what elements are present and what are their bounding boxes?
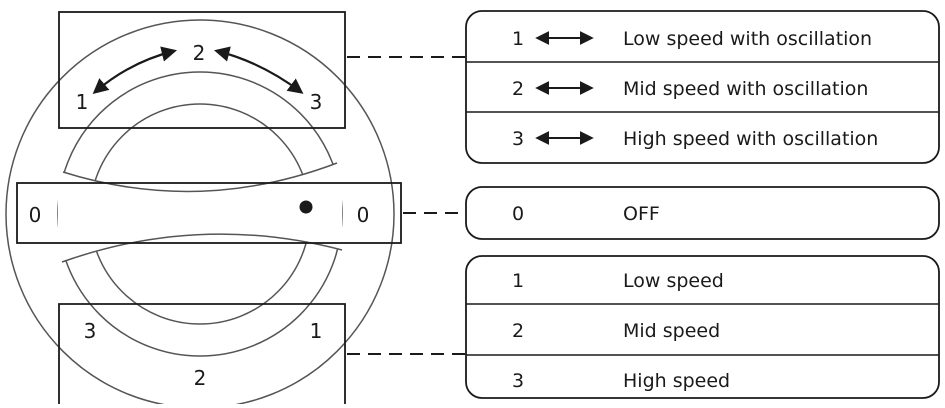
oscillation-table-frame: [465, 10, 940, 164]
dial-grip-band: [58, 163, 342, 262]
oscillation-row-label: Mid speed with oscillation: [623, 78, 868, 100]
off-row-label: OFF: [623, 203, 660, 225]
bottom-window-label-1: 1: [310, 319, 323, 343]
speed-row-label: Low speed: [623, 270, 724, 292]
oscillation-row-number: 1: [512, 28, 524, 50]
speed-row-3: 3 High speed: [512, 370, 730, 392]
dial-indicator-dot: [299, 200, 313, 214]
bottom-window: 3 1 2: [58, 303, 346, 404]
middle-window-frame: [16, 182, 402, 244]
bottom-window-frame: [58, 303, 346, 404]
dial-outer-ring: [5, 19, 395, 408]
middle-window: 0 0: [16, 182, 402, 244]
top-window-frame: [58, 11, 346, 129]
bottom-window-label-3: 3: [84, 319, 97, 343]
curved-arrow-1-2: [92, 46, 177, 95]
off-row-number: 0: [512, 203, 524, 225]
oscillation-row-3: 3 High speed with oscillation: [512, 128, 878, 150]
top-window: 1 2 3: [58, 11, 346, 129]
top-window-label-3: 3: [310, 90, 323, 114]
oscillation-row-number: 2: [512, 78, 524, 100]
top-window-label-2: 2: [193, 41, 206, 65]
bottom-window-label-2: 2: [194, 366, 207, 390]
speed-row-1: 1 Low speed: [512, 270, 724, 292]
middle-window-label-right: 0: [357, 203, 370, 227]
oscillation-row-2: 2 Mid speed with oscillation: [512, 78, 868, 100]
speed-row-number: 2: [512, 320, 524, 342]
oscillation-table: 1 Low speed with oscillation 2 Mid speed…: [465, 10, 940, 164]
dial-grip-bottom-edge: [61, 233, 343, 263]
speed-row-label: Mid speed: [623, 320, 720, 342]
middle-window-label-left: 0: [29, 203, 42, 227]
speed-row-number: 3: [512, 370, 524, 392]
dial-grip-top-edge: [62, 162, 338, 193]
speed-row-2: 2 Mid speed: [512, 320, 720, 342]
oscillation-row-label: Low speed with oscillation: [623, 28, 872, 50]
oscillation-row-label: High speed with oscillation: [623, 128, 878, 150]
speed-row-number: 1: [512, 270, 524, 292]
off-row: 0 OFF: [512, 203, 660, 225]
speed-row-label: High speed: [623, 370, 730, 392]
oscillation-row-1: 1 Low speed with oscillation: [512, 28, 872, 50]
top-window-label-1: 1: [76, 90, 89, 114]
curved-arrow-2-3: [214, 46, 304, 94]
dial-knob: [5, 19, 395, 408]
speed-table-frame: [465, 255, 940, 399]
off-table: 0 OFF: [465, 186, 940, 240]
speed-table: 1 Low speed 2 Mid speed 3 High speed: [465, 255, 940, 399]
oscillation-row-number: 3: [512, 128, 524, 150]
off-table-frame: [465, 186, 940, 240]
